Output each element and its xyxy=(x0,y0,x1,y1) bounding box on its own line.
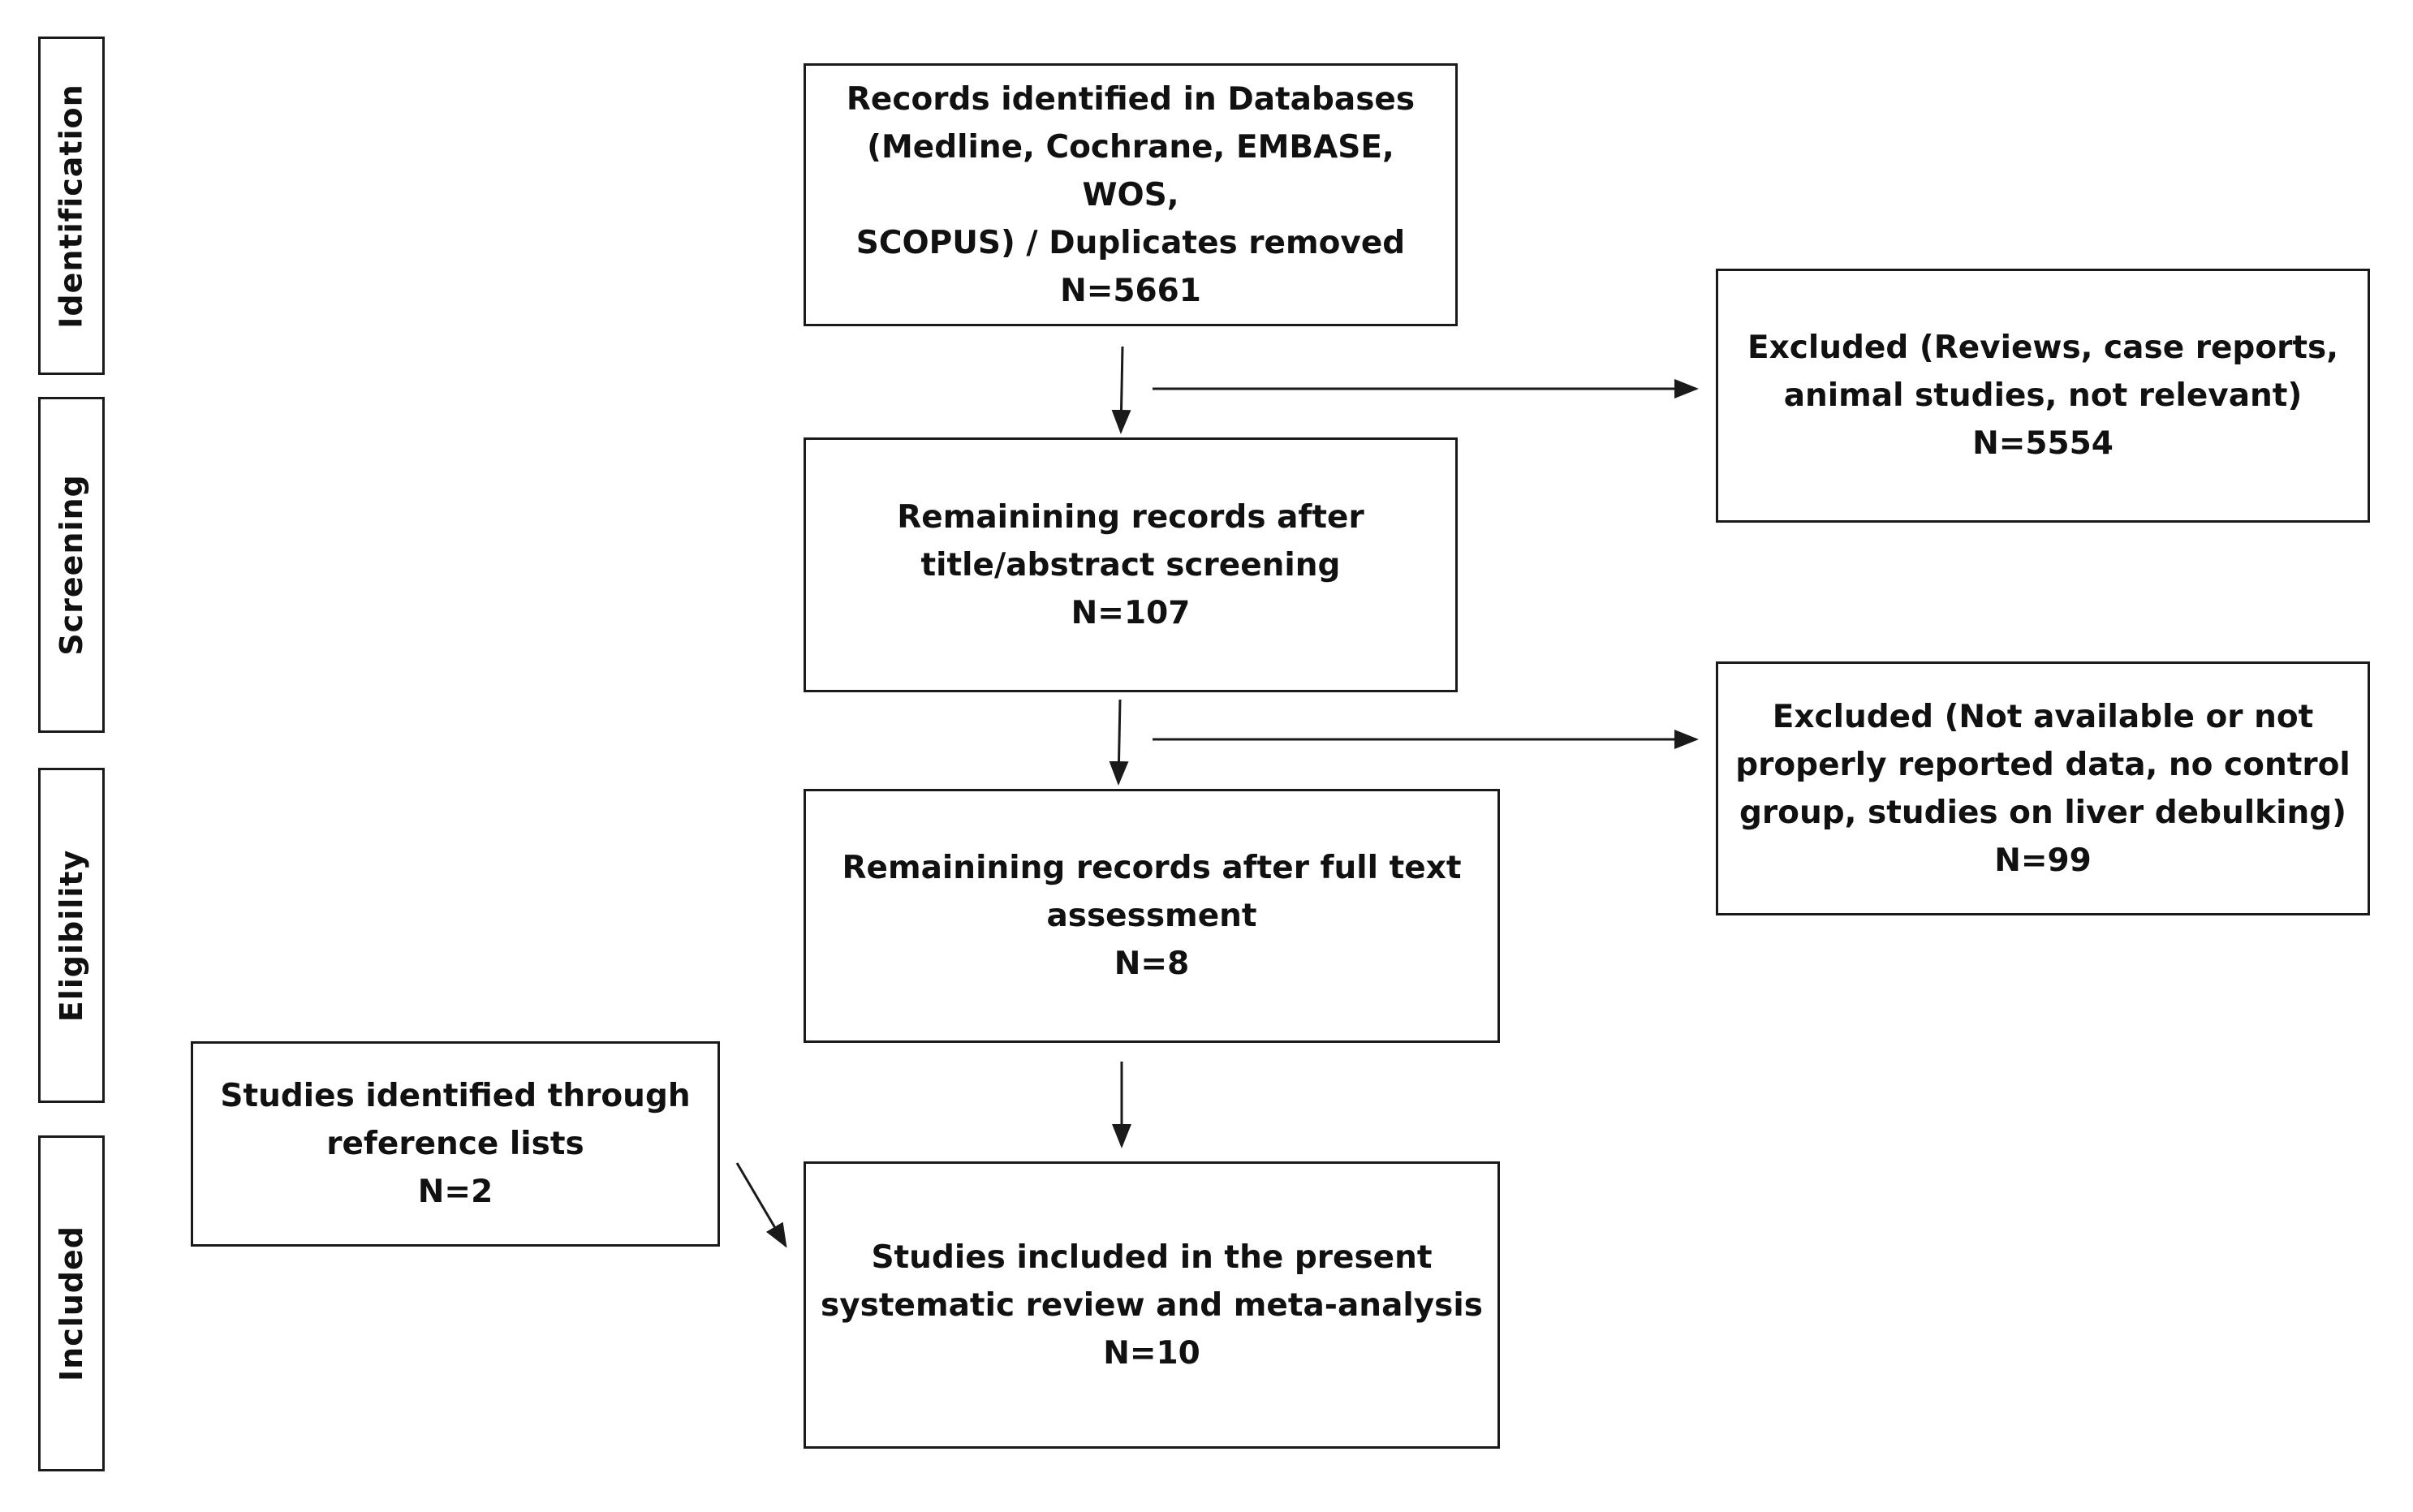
excluded-eligibility-line-1: Excluded (Not available or not xyxy=(1772,698,2314,735)
excluded-screening-box: Excluded (Reviews, case reports, animal … xyxy=(1716,269,2370,523)
remaining-full-text-line-2: assessment xyxy=(1046,898,1257,934)
studies-included-line-2: systematic review and meta-analysis xyxy=(821,1286,1483,1324)
excluded-eligibility-line-2: properly reported data, no control xyxy=(1735,746,2351,783)
records-identified-count: N=5661 xyxy=(1060,272,1201,309)
reference-lists-box: Studies identified through reference lis… xyxy=(191,1041,720,1247)
studies-included-line-1: Studies included in the present xyxy=(871,1238,1433,1276)
excluded-screening-line-1: Excluded (Reviews, case reports, xyxy=(1747,330,2339,366)
stage-screening: Screening xyxy=(38,397,105,733)
remaining-title-abstract-line-1: Remainining records after xyxy=(897,498,1364,536)
arrow-reference-lists-to-included xyxy=(735,1162,787,1248)
excluded-screening-line-2: animal studies, not relevant) xyxy=(1783,377,2303,414)
records-identified-line-3: SCOPUS) / Duplicates removed xyxy=(855,224,1406,261)
excluded-eligibility-box: Excluded (Not available or not properly … xyxy=(1716,661,2370,915)
excluded-screening-count: N=5554 xyxy=(1972,425,2114,462)
remaining-full-text-count: N=8 xyxy=(1114,946,1190,982)
stage-included: Included xyxy=(38,1135,105,1471)
remaining-title-abstract-box: Remainining records after title/abstract… xyxy=(804,437,1458,692)
arrow-screening-to-eligibility xyxy=(1109,699,1129,786)
stage-identification: Identification xyxy=(38,37,105,375)
remaining-title-abstract-line-2: title/abstract screening xyxy=(920,546,1341,584)
reference-lists-line-1: Studies identified through xyxy=(220,1078,691,1114)
remaining-full-text-box: Remainining records after full text asse… xyxy=(804,789,1500,1043)
studies-included-count: N=10 xyxy=(1103,1334,1200,1372)
studies-included-box: Studies included in the present systemat… xyxy=(804,1161,1500,1449)
reference-lists-count: N=2 xyxy=(417,1174,493,1210)
remaining-title-abstract-count: N=107 xyxy=(1071,594,1191,631)
remaining-full-text-line-1: Remainining records after full text xyxy=(842,850,1462,886)
arrow-identified-to-screening xyxy=(1111,346,1131,434)
excluded-eligibility-count: N=99 xyxy=(1994,842,2092,879)
records-identified-line-2: (Medline, Cochrane, EMBASE, WOS, xyxy=(867,128,1394,213)
stage-identification-label: Identification xyxy=(54,83,89,329)
excluded-eligibility-line-3: group, studies on liver debulking) xyxy=(1739,794,2346,831)
stage-included-label: Included xyxy=(54,1226,90,1381)
reference-lists-line-2: reference lists xyxy=(326,1126,584,1162)
stage-screening-label: Screening xyxy=(54,474,90,656)
stage-eligibility: Eligibility xyxy=(38,768,105,1103)
records-identified-line-1: Records identified in Databases xyxy=(846,80,1415,118)
records-identified-box: Records identified in Databases (Medline… xyxy=(804,63,1458,326)
stage-eligibility-label: Eligibility xyxy=(54,849,90,1022)
